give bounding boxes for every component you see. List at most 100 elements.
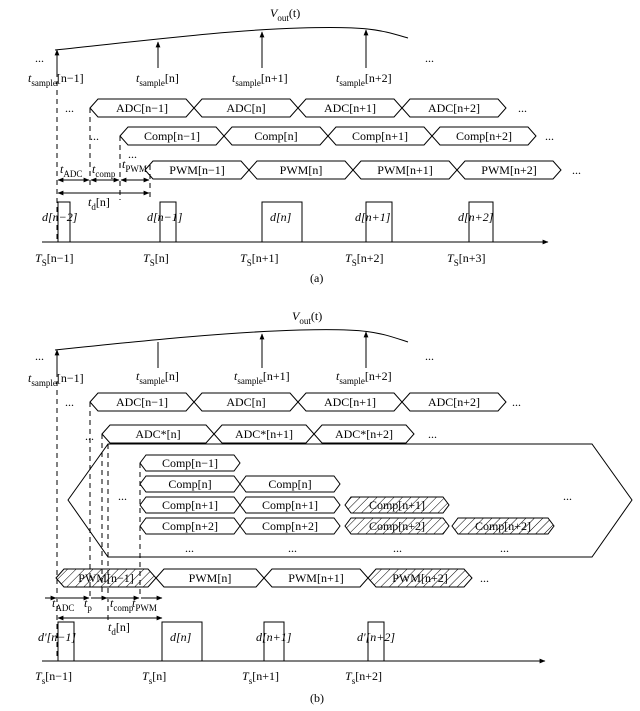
period-label: TS[n+3] <box>447 251 485 268</box>
comp-block-label: Comp[n+1] <box>369 498 425 512</box>
dashed-guides-b <box>56 372 141 660</box>
ellipsis-b-comp-bottom: ... <box>500 541 509 555</box>
delay-annotations-a: tADC tcomp tPWM td[n] <box>57 157 150 212</box>
adc-block-label: ADC[n] <box>226 395 265 409</box>
sample-label: tsample[n+1] <box>234 369 290 386</box>
sample-labels-b: tsample[n−1] tsample[n] tsample[n+1] tsa… <box>28 369 392 388</box>
ellipsis-b-pwm-right: ... <box>480 571 489 585</box>
ellipsis-b-comp-bottom: ... <box>288 541 297 555</box>
duty-label: d[n+2] <box>458 210 494 224</box>
ellipsis-a-comp: ... <box>90 129 99 143</box>
duty-label: d[n−1] <box>147 210 183 224</box>
pwm-block-label: PWM[n+2] <box>481 163 536 177</box>
sample-label: tsample[n−1] <box>28 371 84 388</box>
sample-arrows-b <box>54 331 369 372</box>
comp-block-label: Comp[n−1] <box>144 129 200 143</box>
comp-row-a: ... Comp[n−1] Comp[n] Comp[n+1] Comp[n+2… <box>90 126 554 146</box>
adc-block-label: ADC[n+2] <box>428 101 480 115</box>
t-p-label: tp <box>84 596 92 613</box>
adc-block-label: ADC[n] <box>226 101 265 115</box>
ellipsis-b-adc: ... <box>65 395 74 409</box>
duty-pulses-b: d'[n−1] d[n] d[n+1] d'[n+2] <box>38 621 546 664</box>
t-comp-label: tcomp <box>92 162 116 179</box>
ellipsis-b-comp-bottom: ... <box>185 541 194 555</box>
adc-row-b: ... ADC[n−1] ADC[n] ADC[n+1] ADC[n+2] ..… <box>65 392 521 412</box>
t-adc-label: tADC <box>60 162 82 179</box>
comp-block-label: Comp[n−1] <box>162 456 218 470</box>
vout-curve-a <box>54 26 409 51</box>
ellipsis-b-top-right: ... <box>425 349 434 363</box>
comp-block-label: Comp[n+2] <box>456 129 512 143</box>
adc-block-label: ADC[n+1] <box>324 395 376 409</box>
ellipsis-a-adc-right: ... <box>518 101 527 115</box>
sample-label: tsample[n+2] <box>336 369 392 386</box>
adc-star-block-label: ADC*[n+1] <box>235 427 293 441</box>
comp-block-label: Comp[n+2] <box>262 519 318 533</box>
delay-annotations-b: tADC tp tcomp tPWM td[n] <box>45 595 163 637</box>
pwm-block-label: PWM[n+1] <box>377 163 432 177</box>
adc-row-a: ... ADC[n−1] ADC[n] ADC[n+1] ADC[n+2] ..… <box>65 98 527 118</box>
period-label: TS[n−1] <box>35 251 73 268</box>
duty-label: d'[n−1] <box>38 630 76 644</box>
adc-block-label: ADC[n−1] <box>116 395 168 409</box>
comp-block-label: Comp[n+2] <box>369 519 425 533</box>
sample-label: tsample[n] <box>136 369 179 386</box>
ellipsis-a-pwm-right: ... <box>572 163 581 177</box>
comp-block-label: Comp[n] <box>168 477 211 491</box>
comp-block-label: Comp[n+1] <box>162 498 218 512</box>
vout-label-a: Vout(t) <box>270 6 300 23</box>
comp-block-label: Comp[n+2] <box>475 519 531 533</box>
pwm-block-label: PWM[n−1] <box>78 571 133 585</box>
comp-block-label: Comp[n+1] <box>352 129 408 143</box>
t-d-label: td[n] <box>108 620 130 637</box>
ellipsis-b-top-left: ... <box>35 349 44 363</box>
pwm-block-label: PWM[n−1] <box>169 163 224 177</box>
sample-arrows-a <box>54 29 369 72</box>
period-label: TS[n] <box>143 251 169 268</box>
adc-block-label: ADC[n+1] <box>324 101 376 115</box>
adc-block-label: ADC[n+2] <box>428 395 480 409</box>
t-pwm-label: tPWM <box>122 157 147 174</box>
vout-curve-b <box>54 329 409 351</box>
adc-star-row-b: ... ADC*[n] ADC*[n+1] ADC*[n+2] ... <box>85 424 437 444</box>
t-adc-label: tADC <box>52 596 74 613</box>
sample-labels-a: tsample[n−1] tsample[n] tsample[n+1] tsa… <box>28 71 392 88</box>
pwm-block-label: PWM[n] <box>280 163 323 177</box>
t-comp-label: tcomp <box>110 596 134 613</box>
sample-label: tsample[n+2] <box>336 71 392 88</box>
duty-label: d[n−2] <box>42 210 78 224</box>
ellipsis-a-top-left: ... <box>35 51 44 65</box>
ellipsis-b-comp-right: ... <box>563 489 572 503</box>
t-d-label: td[n] <box>88 195 110 212</box>
ellipsis-a-pwm: ... <box>128 147 137 161</box>
panel-b: Vout(t) ... ... tsample[n−1] tsample[n] … <box>28 309 633 705</box>
duty-label: d'[n+2] <box>357 630 395 644</box>
vout-label-b: Vout(t) <box>292 309 322 326</box>
sample-label: tsample[n+1] <box>232 71 288 88</box>
comp-block-label: Comp[n] <box>268 477 311 491</box>
caption-a: (a) <box>310 271 323 285</box>
comp-block-label: Comp[n+1] <box>262 498 318 512</box>
sample-label: tsample[n] <box>136 71 179 88</box>
ellipsis-a-top-right: ... <box>425 51 434 65</box>
pwm-row-a: ... PWM[n−1] PWM[n] PWM[n+1] PWM[n+2] ..… <box>128 147 581 180</box>
dashed-guides-a <box>56 72 151 240</box>
comp-block-label: Comp[n] <box>254 129 297 143</box>
t-pwm-label: tPWM <box>132 596 157 613</box>
period-label: TS[n+1] <box>240 251 278 268</box>
period-label: Ts[n−1] <box>35 669 72 686</box>
duty-label: d[n+1] <box>355 210 391 224</box>
pwm-block-label: PWM[n+1] <box>288 571 343 585</box>
duty-pulses-a: d[n−2] d[n−1] d[n] d[n+1] d[n+2] <box>42 201 549 245</box>
comp-block-label: Comp[n+2] <box>162 519 218 533</box>
caption-b: (b) <box>310 691 324 705</box>
ellipsis-b-comp: ... <box>118 489 127 503</box>
ellipsis-b-adcstar: ... <box>85 429 94 443</box>
sample-label: tsample[n−1] <box>28 71 84 88</box>
period-labels-a: TS[n−1] TS[n] TS[n+1] TS[n+2] TS[n+3] <box>35 251 485 268</box>
ellipsis-b-comp-bottom: ... <box>393 541 402 555</box>
pwm-block-label: PWM[n] <box>189 571 232 585</box>
pwm-row-b: PWM[n−1] PWM[n] PWM[n+1] PWM[n+2] ... <box>55 568 489 588</box>
pwm-block-label: PWM[n+2] <box>392 571 447 585</box>
duty-label: d[n+1] <box>256 630 292 644</box>
